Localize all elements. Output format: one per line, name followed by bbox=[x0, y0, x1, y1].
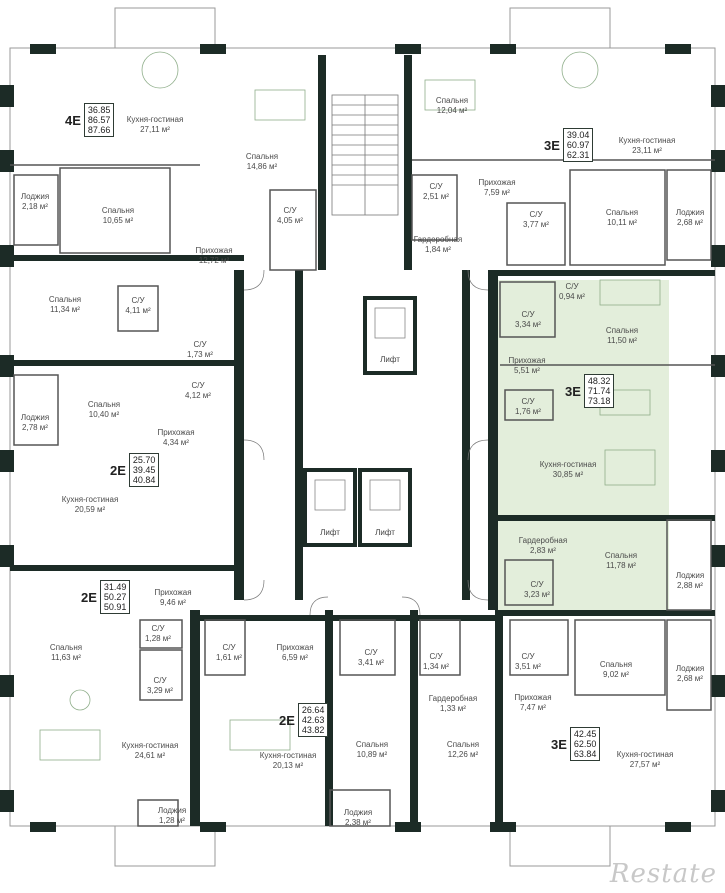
watermark-logo: Restate bbox=[609, 859, 717, 889]
apartment-badge-2e-mid[interactable]: 2E 25.70 39.45 40.84 bbox=[107, 453, 160, 487]
door-swings bbox=[243, 269, 489, 616]
apartment-code: 3E bbox=[551, 736, 567, 752]
apartment-code: 3E bbox=[544, 137, 560, 153]
apartment-code: 3E bbox=[565, 383, 581, 399]
furniture bbox=[39, 51, 661, 761]
apartment-areas: 26.64 42.63 43.82 bbox=[297, 703, 329, 737]
apartment-areas: 39.04 60.97 62.31 bbox=[562, 128, 594, 162]
apartment-areas: 48.32 71.74 73.18 bbox=[583, 374, 615, 408]
interior-partitions bbox=[10, 159, 715, 827]
apartment-badge-2e-bottom[interactable]: 2E 26.64 42.63 43.82 bbox=[276, 703, 329, 737]
apartment-badge-3e-top[interactable]: 3E 39.04 60.97 62.31 bbox=[541, 128, 594, 162]
apartment-areas: 31.49 50.27 50.91 bbox=[99, 580, 131, 614]
apartment-areas: 42.45 62.50 63.84 bbox=[569, 727, 601, 761]
stair-flight bbox=[331, 94, 399, 216]
apartment-badge-3e-highlighted[interactable]: 3E 48.32 71.74 73.18 bbox=[562, 374, 615, 408]
apartment-code: 2E bbox=[81, 589, 97, 605]
apartment-badge-4e[interactable]: 4E 36.85 86.57 87.66 bbox=[62, 103, 115, 137]
apartment-code: 2E bbox=[279, 712, 295, 728]
lift-shafts bbox=[303, 296, 417, 547]
structural-walls bbox=[0, 44, 725, 832]
lift-label: Лифт bbox=[380, 355, 400, 364]
apartment-areas: 36.85 86.57 87.66 bbox=[83, 103, 115, 137]
lift-cabins bbox=[314, 307, 406, 511]
lift-label: Лифт bbox=[375, 528, 395, 537]
apartment-code: 4E bbox=[65, 112, 81, 128]
apartment-areas: 25.70 39.45 40.84 bbox=[128, 453, 160, 487]
highlighted-apartment-fill bbox=[497, 280, 669, 610]
apartment-badge-3e-bottom[interactable]: 3E 42.45 62.50 63.84 bbox=[548, 727, 601, 761]
apartment-badge-2e-low[interactable]: 2E 31.49 50.27 50.91 bbox=[78, 580, 131, 614]
apartment-code: 2E bbox=[110, 462, 126, 478]
lift-label: Лифт bbox=[320, 528, 340, 537]
